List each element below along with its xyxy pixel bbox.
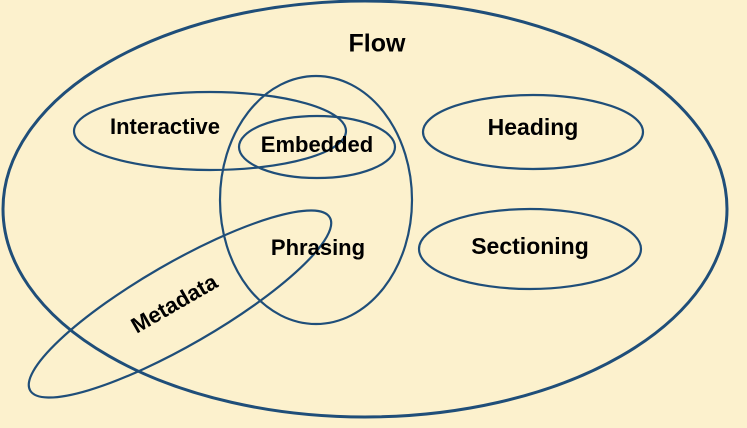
set-ellipse-interactive[interactable] [72, 90, 348, 172]
set-ellipse-flow[interactable] [1, 0, 729, 419]
set-label-phrasing: Phrasing [271, 235, 365, 260]
set-label-flow: Flow [349, 30, 406, 58]
set-label-embedded: Embedded [261, 132, 373, 157]
set-ellipse-heading[interactable] [421, 93, 645, 171]
set-label-interactive: Interactive [110, 114, 220, 139]
set-label-sectioning: Sectioning [471, 233, 589, 259]
set-ellipse-sectioning[interactable] [417, 207, 643, 291]
set-ellipse-metadata[interactable] [10, 182, 351, 426]
set-ellipse-phrasing[interactable] [218, 74, 414, 326]
set-label-heading: Heading [488, 114, 579, 140]
set-ellipse-embedded[interactable] [237, 114, 397, 180]
